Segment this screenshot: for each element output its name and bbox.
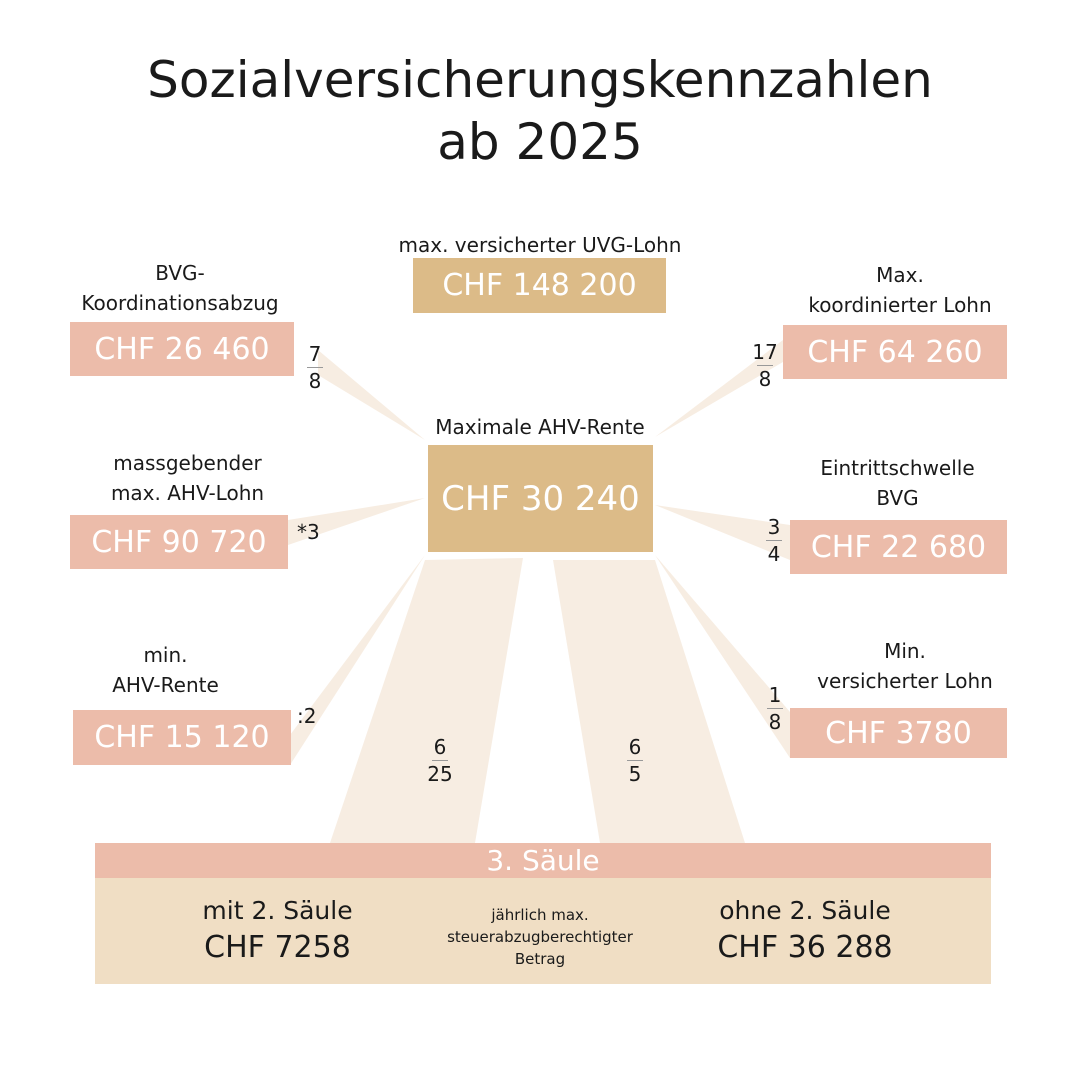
fraction-denominator: 8 [758, 367, 772, 391]
fraction-denominator: 5 [628, 762, 642, 786]
min-vers-label-2: versicherter Lohn [817, 669, 993, 693]
max-koord-fraction: 17 8 [750, 341, 780, 390]
max-koord-value-box: CHF 64 260 [783, 325, 1007, 379]
bvg-koord-value-box: CHF 26 460 [70, 322, 294, 376]
max-koord-label-2: koordinierter Lohn [808, 293, 992, 317]
saule-note-1: jährlich max. [491, 906, 589, 924]
saule-body: mit 2. Säule CHF 7258 jährlich max. steu… [95, 878, 991, 984]
center-value-box: CHF 30 240 [428, 445, 653, 552]
ray-max-koord [655, 340, 783, 437]
page-subtitle: ab 2025 [437, 113, 643, 171]
eintritt-value-box: CHF 22 680 [790, 520, 1007, 574]
saule-right-label: ohne 2. Säule [719, 896, 891, 925]
min-ahv-value-box: CHF 15 120 [73, 710, 291, 765]
uvg-label: max. versicherter UVG-Lohn [398, 233, 682, 257]
center-label: Maximale AHV-Rente [435, 415, 645, 439]
fraction-numerator: 6 [433, 735, 447, 759]
fraction-bar [766, 540, 782, 541]
fraction-numerator: 3 [767, 515, 781, 539]
ahv-lohn-value-box: CHF 90 720 [70, 515, 288, 569]
ray-min-vers [655, 555, 790, 758]
fraction-numerator: 6 [628, 735, 642, 759]
ray-bvg-koord [318, 350, 425, 440]
saule-right-fraction: 6 5 [623, 736, 647, 785]
fraction-denominator: 8 [768, 710, 782, 734]
min-ahv-label-2: AHV-Rente [112, 673, 219, 697]
ahv-lohn-label-2: max. AHV-Lohn [110, 481, 265, 505]
saule-left-label: mit 2. Säule [202, 896, 353, 925]
min-ahv-label-1: min. [143, 643, 188, 667]
fraction-bar [432, 760, 448, 761]
min-vers-fraction: 1 8 [763, 684, 787, 733]
saule-left-fraction: 6 25 [425, 736, 455, 785]
page-title: Sozialversicherungskennzahlen [147, 51, 933, 109]
ray-min-ahv [290, 555, 425, 765]
max-koord-label-1: Max. [876, 263, 924, 287]
ray-saule-right [553, 560, 745, 843]
fraction-numerator: 17 [752, 340, 778, 364]
fraction-bar [767, 708, 783, 709]
ray-eintritt [655, 505, 790, 560]
ray-ahv-lohn [288, 498, 425, 545]
eintritt-label-1: Eintrittschwelle [820, 456, 975, 480]
min-vers-label-1: Min. [884, 639, 926, 663]
eintritt-fraction: 3 4 [762, 516, 786, 565]
min-vers-value-box: CHF 3780 [790, 708, 1007, 758]
fraction-denominator: 25 [427, 762, 453, 786]
uvg-value-box: CHF 148 200 [413, 258, 666, 313]
fraction-bar [757, 365, 773, 366]
bvg-koord-label-1: BVG- [155, 261, 205, 285]
fraction-numerator: 1 [768, 683, 782, 707]
ray-saule-left [330, 558, 523, 843]
saule-note-2: steuerabzugberechtigter [447, 928, 633, 946]
eintritt-label-2: BVG [876, 486, 919, 510]
ahv-lohn-label-1: massgebender [113, 451, 262, 475]
fraction-numerator: 7 [308, 342, 322, 366]
fraction-bar [627, 760, 643, 761]
ahv-lohn-operator: *3 [297, 520, 320, 544]
fraction-bar [307, 367, 323, 368]
saule-header: 3. Säule [95, 843, 991, 878]
min-ahv-operator: :2 [297, 704, 317, 728]
saule-note-3: Betrag [514, 950, 566, 968]
fraction-denominator: 4 [767, 542, 781, 566]
bvg-koord-label-2: Koordinationsabzug [81, 291, 279, 315]
saule-right-value: CHF 36 288 [717, 930, 893, 965]
fraction-denominator: 8 [308, 369, 322, 393]
bvg-koord-fraction: 7 8 [303, 343, 327, 392]
saule-left-value: CHF 7258 [204, 930, 351, 965]
